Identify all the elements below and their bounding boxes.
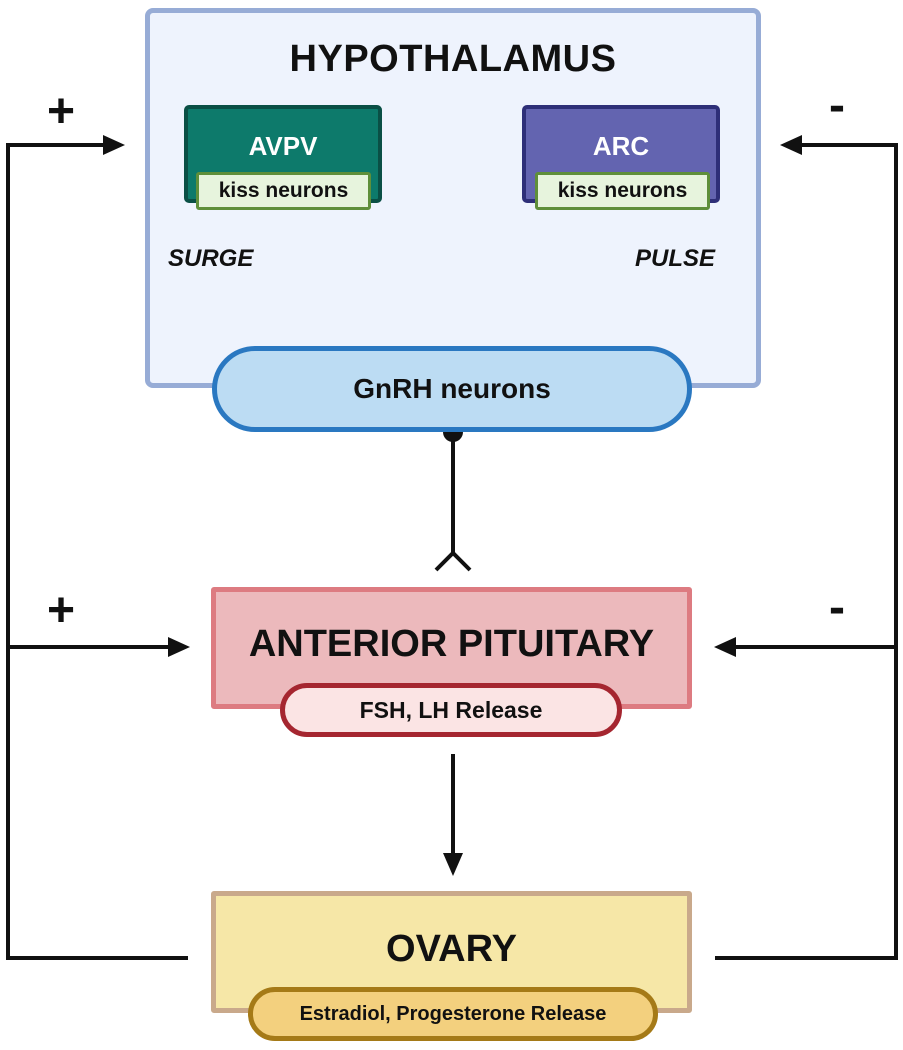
positive-feedback-sign-middle: + [47, 584, 76, 637]
fsh-lh-release-pill: FSH, LH Release [280, 683, 622, 737]
negative-feedback-sign-middle: - [829, 581, 845, 634]
negative-feedback-sign-top: - [829, 79, 845, 132]
estradiol-progesterone-pill: Estradiol, Progesterone Release [248, 987, 658, 1041]
avpv-label: AVPV [248, 131, 318, 161]
gnrh-neurons-box: GnRH neurons [212, 346, 692, 432]
arc-kiss-neurons: kiss neurons [535, 172, 710, 210]
right-feedback-line [715, 143, 898, 960]
left-middle-arrow [168, 637, 190, 657]
right-middle-arrow [714, 637, 736, 657]
gnrh-synapse-fork [434, 550, 472, 572]
surge-label: SURGE [168, 245, 254, 272]
pulse-label: PULSE [635, 245, 716, 272]
positive-feedback-sign-top: + [47, 85, 76, 138]
hypothalamus-title: HYPOTHALAMUS [289, 38, 617, 80]
pituitary-to-ovary-arrow [443, 853, 463, 876]
left-feedback-line [6, 143, 188, 960]
arc-label: ARC [592, 131, 650, 161]
left-top-arrow [103, 135, 125, 155]
avpv-kiss-neurons: kiss neurons [196, 172, 371, 210]
right-top-arrow [780, 135, 802, 155]
